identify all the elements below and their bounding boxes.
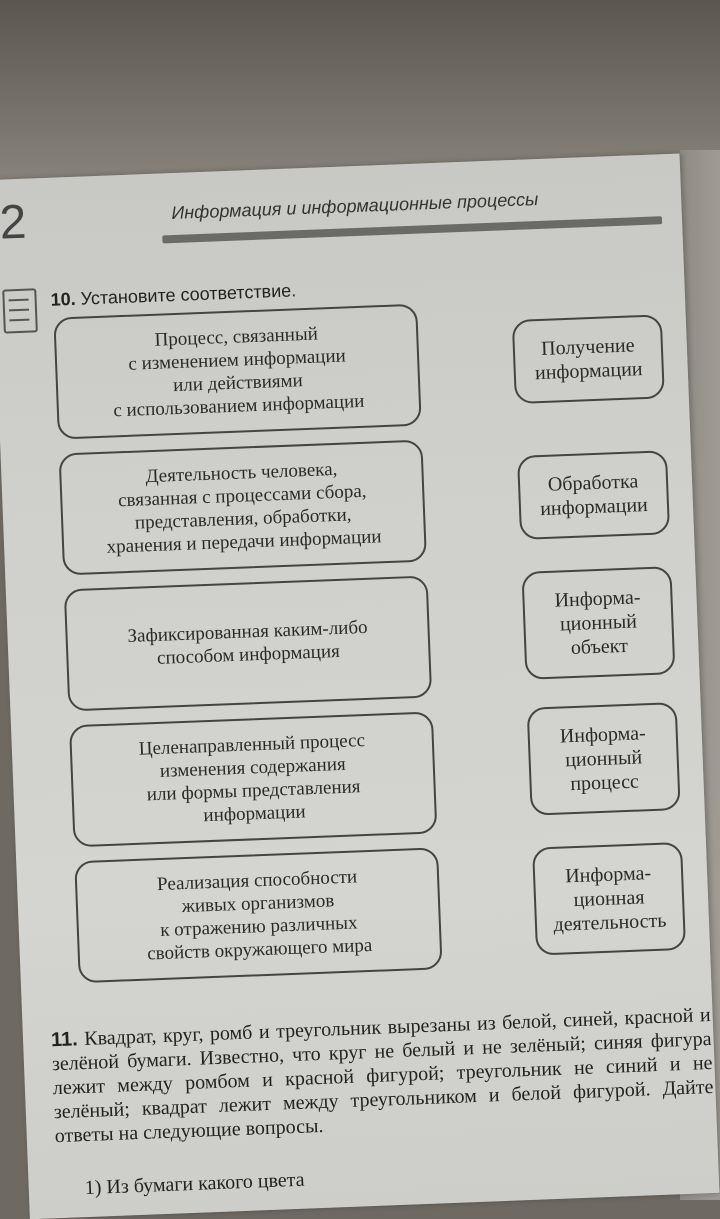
task-10-heading: 10. Установите соответствие. <box>50 280 296 310</box>
task-11-question-1: 1) Из бумаги какого цвета <box>84 1168 305 1200</box>
right-item-5: Информа- ционная деятельность <box>532 841 687 956</box>
right-item-3: Информа- ционный объект <box>521 566 676 680</box>
left-item-5: Реализация способности живых организмов … <box>74 847 443 984</box>
textbook-page: 2 Информация и информационные процессы 1… <box>0 153 720 1219</box>
left-item-1: Процесс, связанный с изменением информац… <box>53 303 422 440</box>
left-item-4: Целенаправленный процесс изменения содер… <box>68 711 438 848</box>
right-item-4: Информа- ционный процесс <box>526 702 681 816</box>
chapter-number: 2 <box>0 195 28 250</box>
left-item-3: Зафиксированная каким-либо способом инфо… <box>63 575 433 712</box>
right-item-2: Обработка информации <box>516 450 671 540</box>
task-10-number: 10. <box>50 288 77 310</box>
task-11-text: Квадрат, круг, ромб и треугольник выреза… <box>51 1003 714 1148</box>
left-item-2: Деятельность человека, связанная с проце… <box>58 439 427 576</box>
right-item-1: Получение информации <box>511 314 665 405</box>
task-11-number: 11. <box>50 1028 79 1052</box>
task-10-instruction: Установите соответствие. <box>80 280 297 309</box>
page-header: Информация и информационные процессы <box>171 188 539 224</box>
task-11: 11. Квадрат, круг, ромб и треугольник вы… <box>51 1003 715 1148</box>
task-type-icon <box>2 288 38 334</box>
